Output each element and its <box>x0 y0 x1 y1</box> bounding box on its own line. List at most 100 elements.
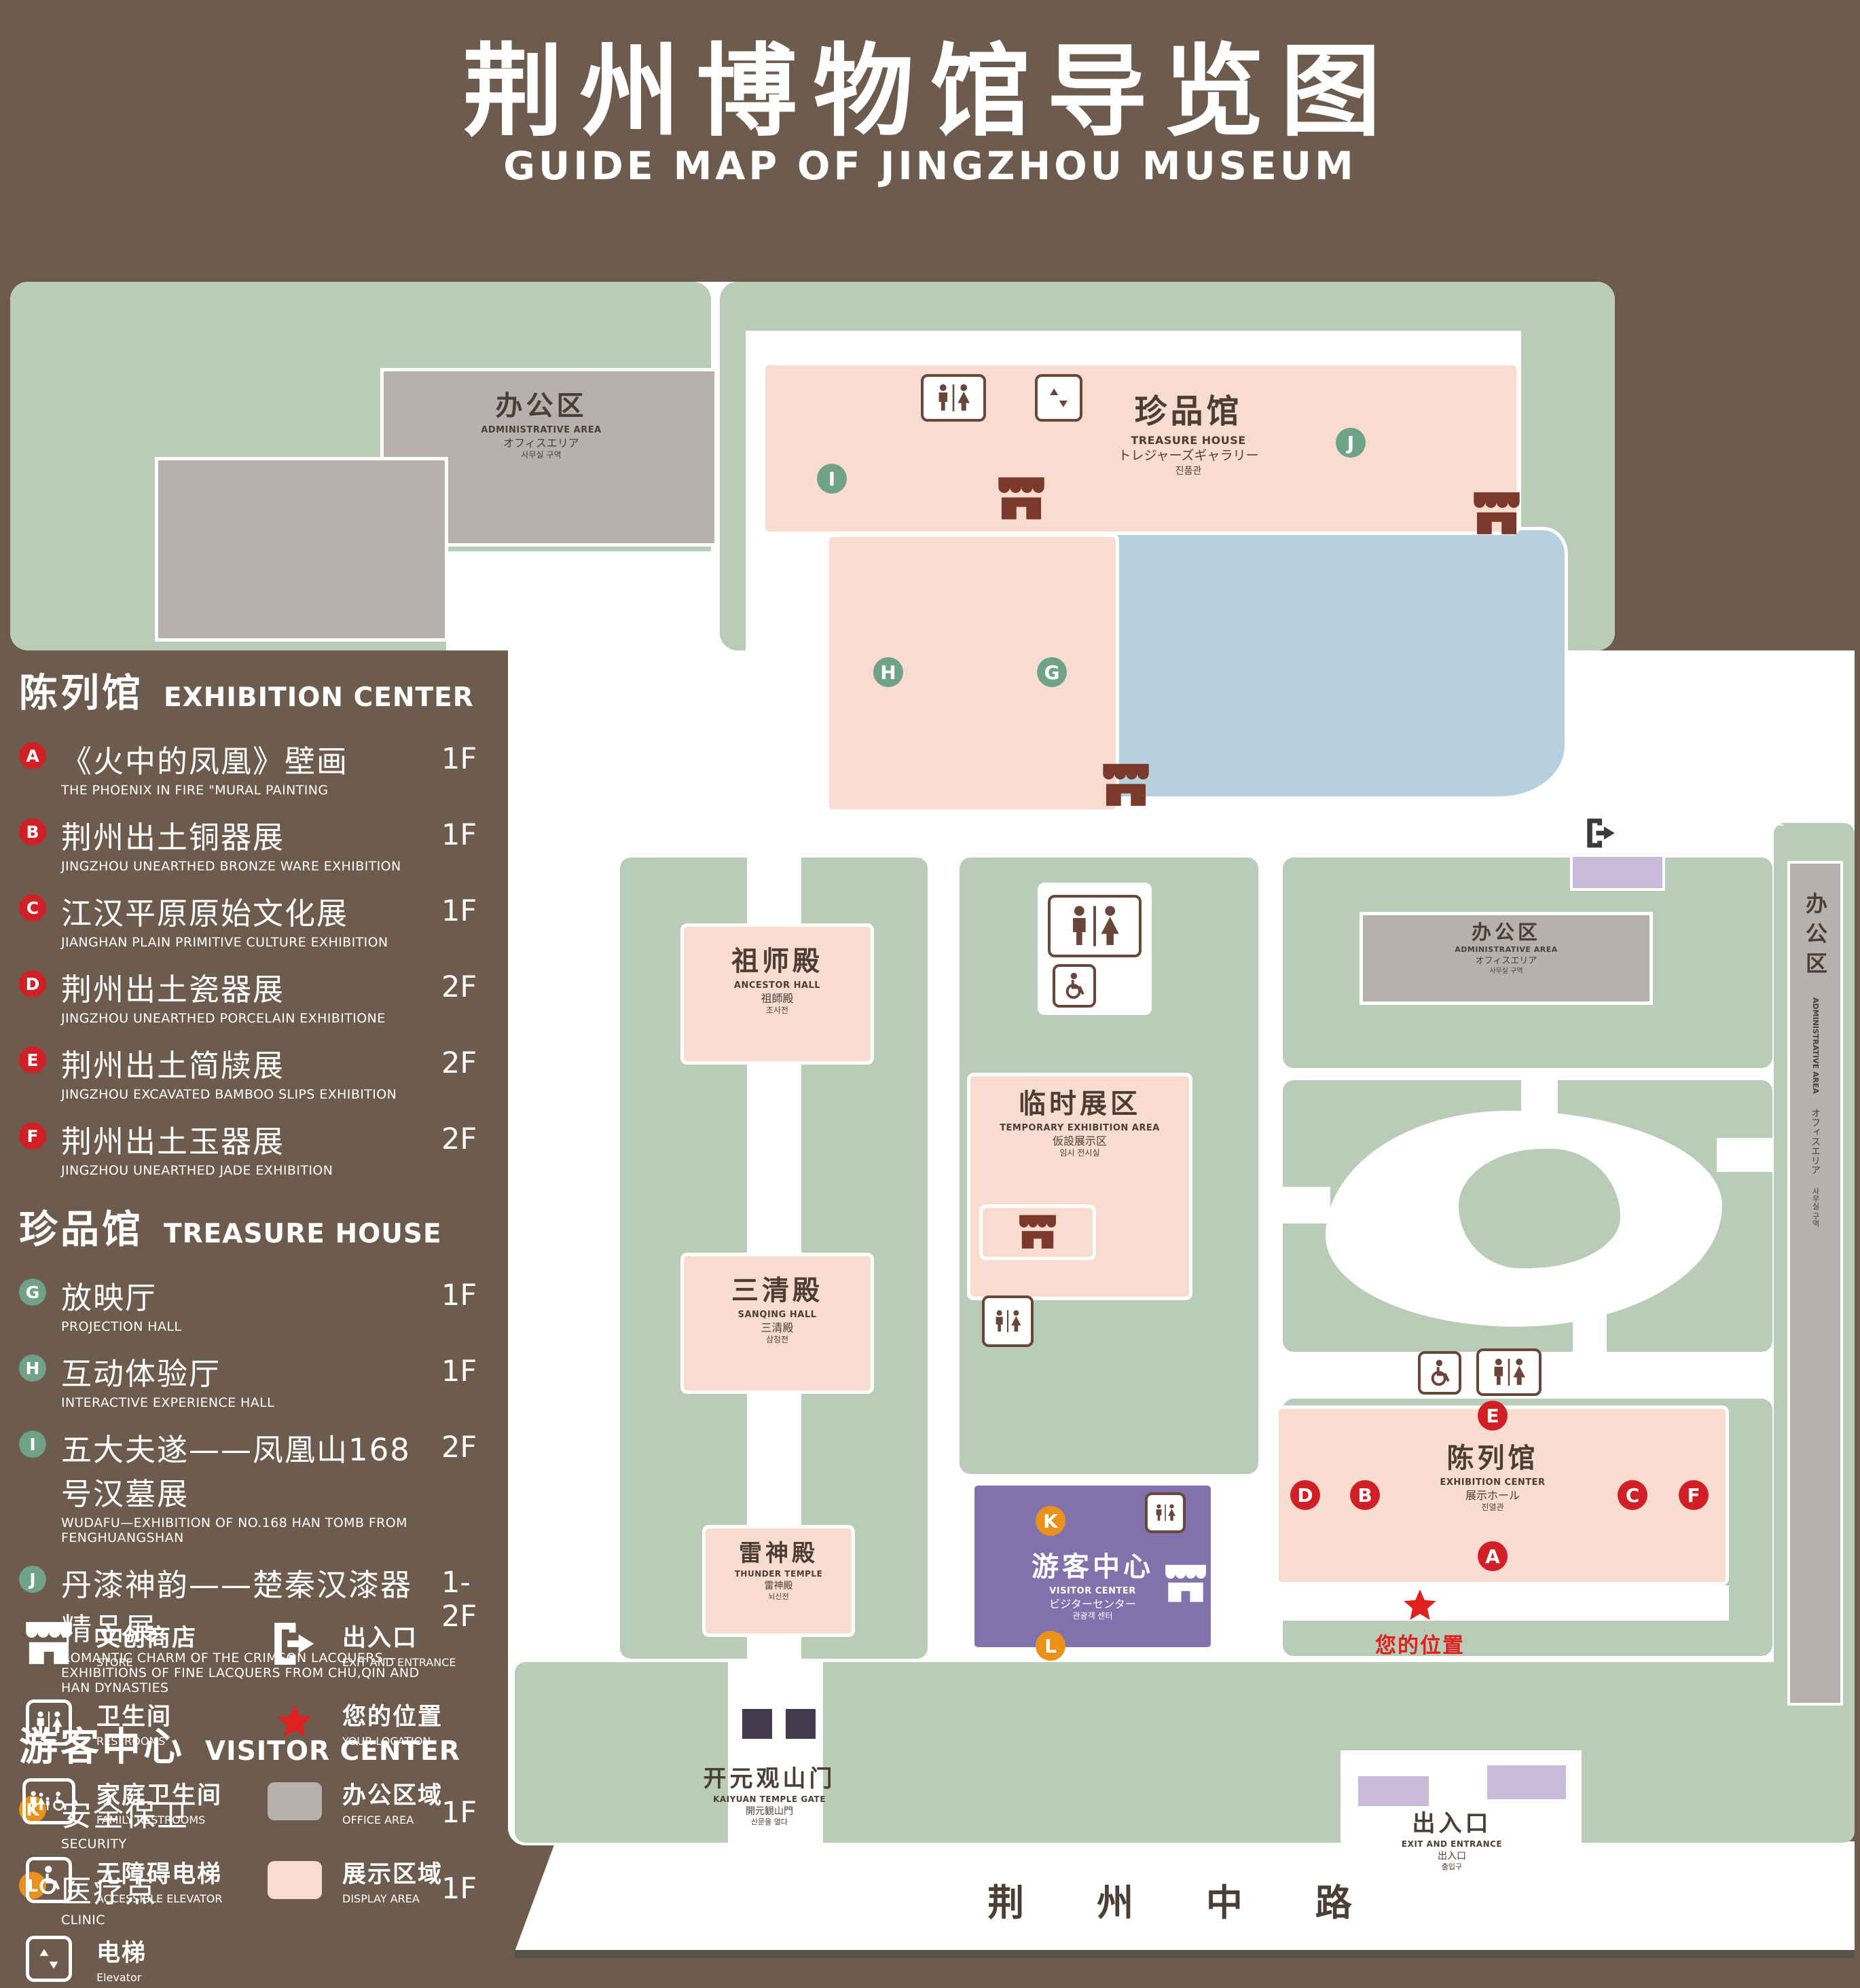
south-entrance-pad <box>1484 1763 1569 1802</box>
label-south-exit: 出入口 EXIT AND ENTRANCE 出入口 출입구 <box>1401 1810 1503 1872</box>
marker-K: K <box>1036 1506 1065 1536</box>
store-icon <box>1154 1563 1217 1605</box>
marker-B: B <box>1350 1480 1380 1510</box>
your-location-star-icon <box>1400 1587 1440 1625</box>
store-icon <box>986 475 1057 523</box>
badge-A: A <box>19 742 46 769</box>
marker-L: L <box>1036 1631 1065 1661</box>
elevator-icon <box>19 1932 79 1985</box>
garden-path-south <box>1573 1312 1607 1354</box>
label-east-exit: 出入口 EXIT AND ENTRANCE 出入口 출입구 <box>1683 789 1785 851</box>
marker-A: A <box>1478 1541 1508 1571</box>
marker-I: I <box>817 464 847 494</box>
gate-pillar <box>740 1707 774 1741</box>
garden-island <box>1459 1149 1620 1268</box>
elevator-icon <box>1035 374 1082 422</box>
label-admin-top: 办公区 ADMINISTRATIVE AREA オフィスエリア 사무실 구역 <box>481 390 602 460</box>
store-icon <box>1091 762 1161 809</box>
accessible-elevator-icon <box>19 1854 79 1907</box>
restroom-icon <box>1145 1492 1186 1533</box>
badge-I: I <box>19 1431 46 1458</box>
store-icon <box>1009 1213 1066 1251</box>
badge-J: J <box>19 1566 46 1593</box>
page-title: 荆州博物馆导览图 <box>462 33 1398 150</box>
store-icon <box>19 1617 79 1670</box>
legend-section-exhibition-center: 陈列馆 EXHIBITION CENTER <box>19 671 474 716</box>
legend-section-treasure-house: 珍品馆 TREASURE HOUSE <box>19 1207 442 1252</box>
family-restroom-icon <box>19 1775 79 1828</box>
exit-icon <box>1582 816 1620 850</box>
floor-L: 1F <box>441 1872 477 1906</box>
floor-I: 2F <box>441 1431 477 1465</box>
garden-path-west <box>1283 1187 1330 1223</box>
page-subtitle: GUIDE MAP OF JINGZHOU MUSEUM <box>503 144 1357 189</box>
gate-pillar <box>784 1707 818 1741</box>
floor-E: 2F <box>441 1046 477 1080</box>
road-edge-line <box>515 1950 1855 1958</box>
marker-F: F <box>1679 1480 1709 1510</box>
store-icon <box>1461 490 1532 538</box>
marker-C: C <box>1618 1480 1647 1510</box>
display-area-swatch <box>265 1854 325 1907</box>
floor-A: 1F <box>441 742 477 776</box>
building-sanqing-hall <box>680 1253 874 1394</box>
exit-icon <box>265 1617 325 1670</box>
building-ancestor-hall <box>680 923 874 1065</box>
pond <box>1032 527 1568 800</box>
building-treasure-west <box>826 534 1119 813</box>
floor-D: 2F <box>441 970 477 1004</box>
badge-G: G <box>19 1278 46 1306</box>
label-exhibition-center: 陈列馆 EXHIBITION CENTER 展示ホール 진열관 <box>1440 1443 1546 1513</box>
exhibition-front-path <box>1275 1585 1729 1621</box>
badge-H: H <box>19 1355 46 1382</box>
floor-G: 1F <box>441 1278 477 1312</box>
building-treasure-north <box>762 362 1520 535</box>
marker-E: E <box>1478 1401 1508 1431</box>
badge-E: E <box>19 1046 46 1073</box>
label-visitor-center: 游客中心 VISITOR CENTER ビジターセンター 관광객 센터 <box>1032 1551 1154 1621</box>
floor-H: 1F <box>441 1355 477 1388</box>
restroom-icon <box>19 1696 79 1749</box>
floor-C: 1F <box>441 894 477 928</box>
accessible-elevator-icon <box>1418 1351 1461 1395</box>
restroom-icon <box>1476 1348 1542 1396</box>
road-jingzhou-middle <box>515 1841 1855 1951</box>
restroom-icon <box>921 374 986 422</box>
floor-B: 1F <box>441 818 477 852</box>
badge-B: B <box>19 818 46 845</box>
restroom-icon <box>982 1295 1034 1347</box>
label-temporary-exhibition: 临时展区 TEMPORARY EXHIBITION AREA 仮設展示区 임시 … <box>1000 1088 1160 1158</box>
gate-path <box>728 1662 823 1843</box>
floor-J: 1-2F <box>441 1566 477 1634</box>
badge-D: D <box>19 970 46 997</box>
floor-F: 2F <box>441 1122 477 1156</box>
your-location-label: 您的位置 <box>1375 1634 1465 1658</box>
garden-path-east <box>1717 1138 1774 1172</box>
road-name: 荆 州 中 路 <box>987 1881 1382 1924</box>
office-area-swatch <box>265 1775 325 1828</box>
marker-H: H <box>873 657 903 687</box>
south-entrance-pad <box>1355 1773 1432 1809</box>
building-admin-right <box>1360 912 1653 1005</box>
marker-G: G <box>1037 657 1067 687</box>
badge-C: C <box>19 894 46 921</box>
floor-K: 1F <box>441 1796 477 1830</box>
building-admin-side: 办公区 ADMINISTRATIVE AREA オフィスエリア 사무실 구역 <box>1787 861 1843 1706</box>
